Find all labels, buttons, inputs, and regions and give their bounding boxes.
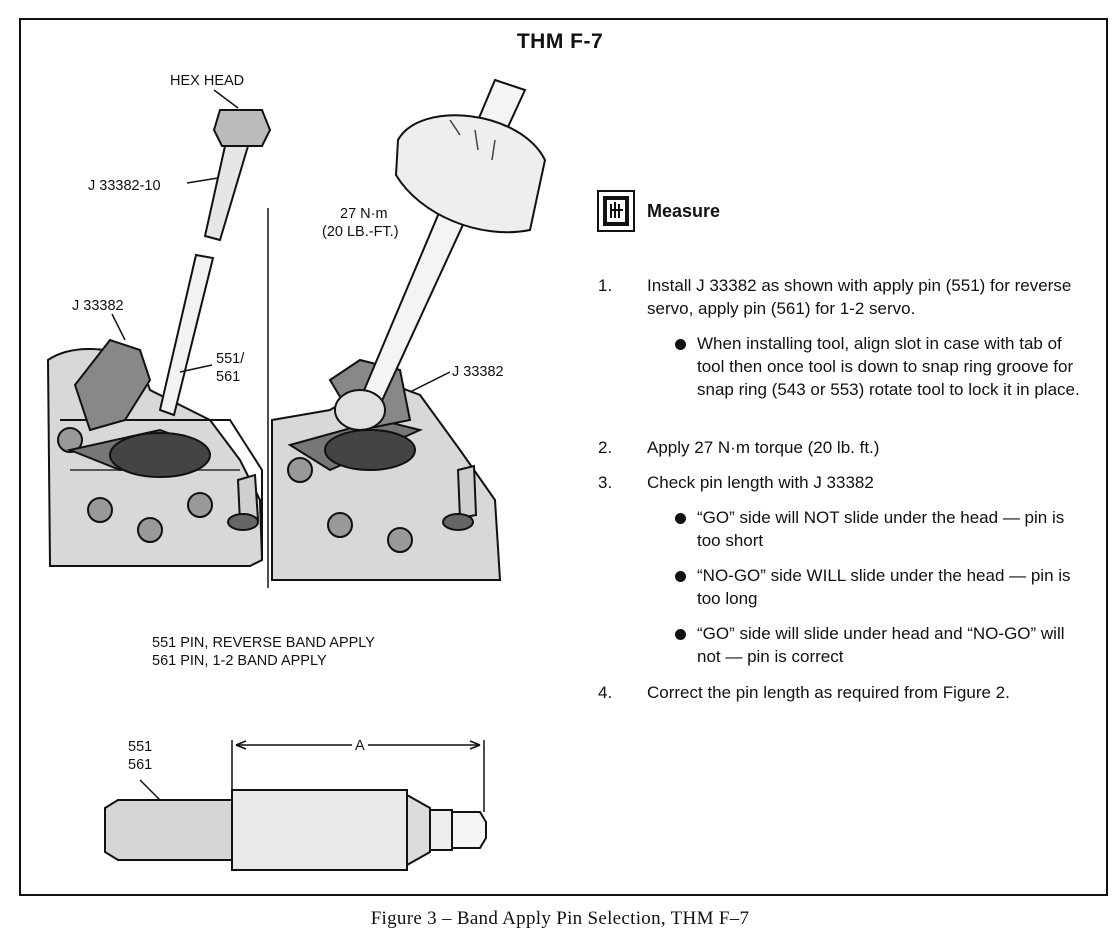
hex-head-label: HEX HEAD xyxy=(170,73,245,89)
legend-line: 551 PIN, REVERSE BAND APPLY xyxy=(152,635,375,651)
figure-frame xyxy=(19,18,1108,896)
step-number: 2. xyxy=(598,438,613,457)
pin-legend: 551 PIN, REVERSE BAND APPLY 561 PIN, 1-2… xyxy=(152,634,375,670)
bullet-text: “NO-GO” side WILL slide under the head —… xyxy=(697,566,1071,608)
tool-left-label: J 33382 xyxy=(72,298,124,314)
step-text: Install J 33382 as shown with apply pin … xyxy=(647,276,1072,318)
pin-ref-label-2: 561 xyxy=(216,369,241,385)
step-number: 1. xyxy=(598,276,613,295)
pin-551-label: 551 xyxy=(128,739,153,755)
measure-gauge-icon xyxy=(597,190,635,232)
pin-561-label: 561 xyxy=(128,757,153,773)
step-number: 4. xyxy=(598,683,613,702)
bullet-icon xyxy=(675,513,686,524)
tool-right-label: J 33382 xyxy=(452,364,504,380)
bullet-icon xyxy=(675,339,686,350)
step-number: 3. xyxy=(598,473,613,492)
figure-caption: Figure 3 – Band Apply Pin Selection, THM… xyxy=(370,908,750,929)
measure-heading: Measure xyxy=(647,201,721,221)
torque-label-2: (20 LB.-FT.) xyxy=(322,224,399,240)
legend-line: 561 PIN, 1-2 BAND APPLY xyxy=(152,653,327,669)
step-text: Check pin length with J 33382 xyxy=(647,473,874,492)
bullet-text: “GO” side will slide under head and “NO-… xyxy=(697,624,1065,666)
step-text: Apply 27 N·m torque (20 lb. ft.) xyxy=(647,438,880,457)
bullet-text: When installing tool, align slot in case… xyxy=(697,334,1080,399)
figure-title: THM F-7 xyxy=(516,30,604,53)
dimension-a-label: A xyxy=(352,737,368,755)
torque-label-1: 27 N·m xyxy=(340,206,388,222)
step-text: Correct the pin length as required from … xyxy=(647,683,1010,702)
pin-ref-label-1: 551/ xyxy=(216,351,245,367)
tool-10-label: J 33382-10 xyxy=(88,178,161,194)
bullet-icon xyxy=(675,571,686,582)
bullet-icon xyxy=(675,629,686,640)
bullet-text: “GO” side will NOT slide under the head … xyxy=(697,508,1065,550)
